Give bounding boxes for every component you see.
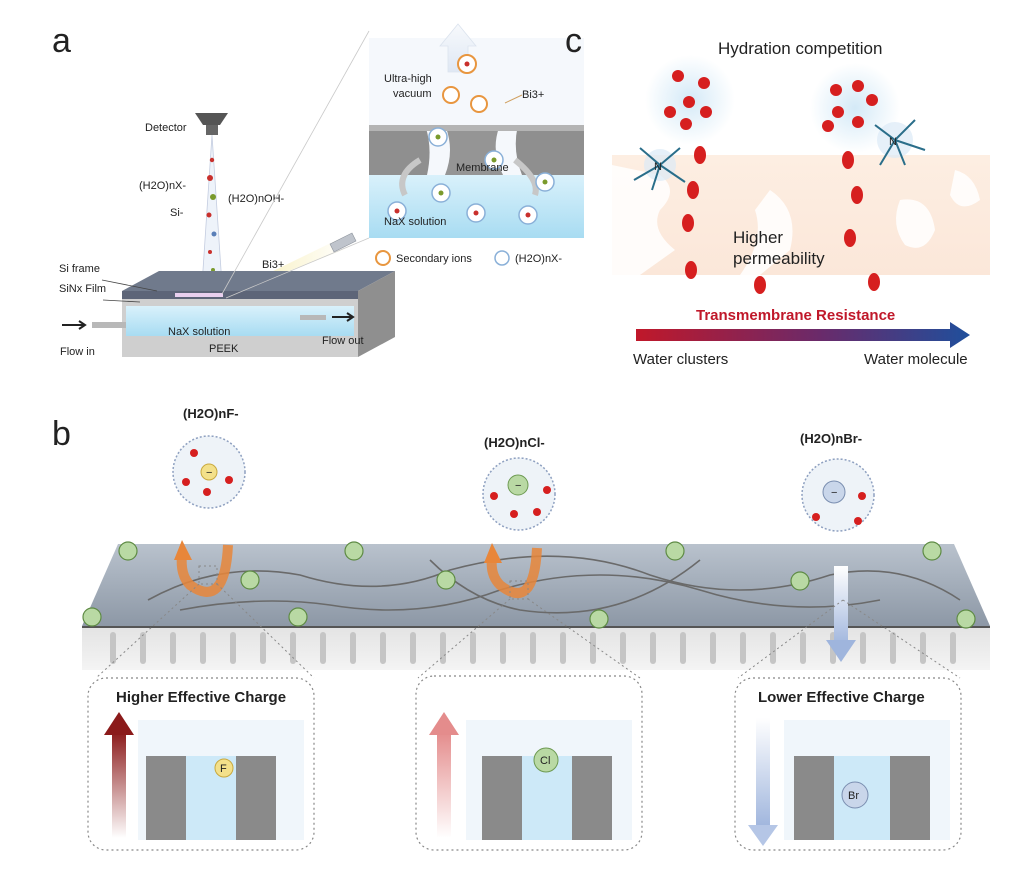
svg-text:N: N: [654, 161, 662, 173]
flow-curve: [399, 157, 422, 197]
flow-out-label: Flow out: [322, 335, 364, 347]
inset-membrane-label: Membrane: [456, 162, 509, 174]
water-molecule-label: Water molecule: [864, 351, 968, 368]
ion-label-f: (H2O)nF-: [183, 406, 239, 421]
inset-nax-label: NaX solution: [384, 216, 446, 228]
panel-c-title: Hydration competition: [718, 39, 882, 58]
ammonium-right: N: [874, 119, 926, 166]
inset-bi3-line: [504, 94, 523, 104]
inset-vacuum-label-2: vacuum: [393, 88, 432, 100]
lower-charge-title: Lower Effective Charge: [758, 689, 925, 706]
legend-cluster-label: (H2O)nX-: [515, 253, 562, 265]
zoom-box-cl: Cl: [415, 675, 643, 851]
pore-shape: [950, 170, 980, 207]
inset-bi3-label: Bi3+: [522, 89, 544, 101]
right-water-chain: [842, 151, 880, 291]
zoom-line: [225, 237, 370, 299]
si-frame-label: Si frame: [59, 263, 100, 275]
left-water-cluster: [664, 70, 712, 130]
inset-vacuum-label-1: Ultra-high: [384, 73, 432, 85]
pore-shape: [896, 199, 935, 248]
higher-label-1: Higher: [733, 228, 783, 247]
panel-a: a Detector (H2O)nX- (H2O)nOH- Si- Bi3+: [52, 22, 584, 358]
legend-secondary-icon: [375, 250, 391, 266]
legend-secondary-label: Secondary ions: [396, 253, 472, 265]
charge-arrowhead-cl-icon: [429, 712, 459, 735]
svg-text:−: −: [206, 467, 212, 479]
panel-b: b (H2O)nF- (H2O)nCl- (H2O)nBr- − − −: [52, 406, 990, 851]
sin-film-leader: [102, 299, 141, 303]
charge-arrow-br: [756, 718, 770, 828]
flow-out-arrow-icon: [332, 312, 355, 322]
microfluidic-device: [92, 271, 395, 357]
legend-cluster-icon: [494, 250, 510, 266]
panel-a-letter: a: [52, 22, 71, 60]
bi3-gun-icon: [329, 232, 357, 253]
charge-arrowhead-br-icon: [748, 825, 778, 846]
hydrated-ion-br: −: [801, 458, 875, 532]
ion-label-br: (H2O)nBr-: [800, 431, 862, 446]
svg-text:N: N: [889, 136, 897, 148]
repulsion-arrow-f: [176, 544, 233, 597]
svg-text:−: −: [515, 480, 521, 492]
inset-ions: [387, 54, 555, 225]
si-frame-leader: [101, 279, 158, 292]
higher-label-2: permeability: [733, 249, 825, 268]
detector-icon: [195, 113, 228, 125]
svg-text:−: −: [831, 487, 837, 499]
svg-text:Cl: Cl: [540, 755, 550, 767]
detector-label: Detector: [145, 122, 187, 134]
ammonium-left: N: [633, 147, 686, 191]
repulsion-arrow-cl: [486, 547, 542, 598]
resistance-label: Transmembrane Resistance: [696, 307, 895, 324]
nax-solution-label: NaX solution: [168, 326, 230, 338]
hydrated-ion-cl: −: [482, 457, 556, 531]
svg-text:F: F: [220, 763, 227, 775]
bi3-beam-label: Bi3+: [262, 259, 284, 271]
surface-charges: [82, 541, 976, 629]
panel-c: c Hydration competition N N: [565, 22, 990, 368]
right-water-cluster: [822, 80, 878, 132]
membrane-surface: [82, 544, 990, 626]
cluster-x-label: (H2O)nX-: [139, 180, 186, 192]
zoom-lines-b: [95, 565, 961, 679]
sin-film-label: SiNx Film: [59, 283, 106, 295]
repulsion-arrowhead-cl-icon: [484, 543, 502, 563]
cluster-oh-label: (H2O)nOH-: [228, 193, 285, 205]
pore-shape: [740, 190, 793, 275]
pore-shape: [612, 165, 675, 275]
flow-in-arrow-icon: [62, 320, 87, 330]
zoom-box-f: F: [87, 677, 315, 851]
charge-arrowhead-f-icon: [104, 712, 134, 735]
water-clusters-label: Water clusters: [633, 351, 728, 368]
si-ion-label: Si-: [170, 207, 184, 219]
higher-charge-title: Higher Effective Charge: [116, 689, 286, 706]
panel-b-letter: b: [52, 415, 71, 453]
peek-label: PEEK: [209, 343, 239, 355]
repulsion-arrowhead-f-icon: [174, 540, 192, 560]
hydrated-ion-f: −: [172, 435, 246, 509]
charge-arrow-cl: [437, 732, 451, 838]
flow-in-label: Flow in: [60, 346, 95, 358]
transmission-arrow-br: [834, 566, 848, 646]
sin-window: [175, 293, 223, 297]
panel-c-letter: c: [565, 22, 582, 60]
left-water-chain: [682, 146, 766, 294]
svg-text:Br: Br: [848, 790, 859, 802]
transmission-arrowhead-br-icon: [826, 640, 856, 662]
zoom-box-br: Br: [734, 677, 962, 851]
detector-nozzle-icon: [206, 125, 218, 135]
resistance-arrow-icon: [636, 322, 970, 348]
charge-arrow-f: [112, 732, 126, 838]
ion-label-cl: (H2O)nCl-: [484, 435, 545, 450]
zoom-line: [221, 30, 370, 295]
flow-curve: [513, 157, 539, 196]
